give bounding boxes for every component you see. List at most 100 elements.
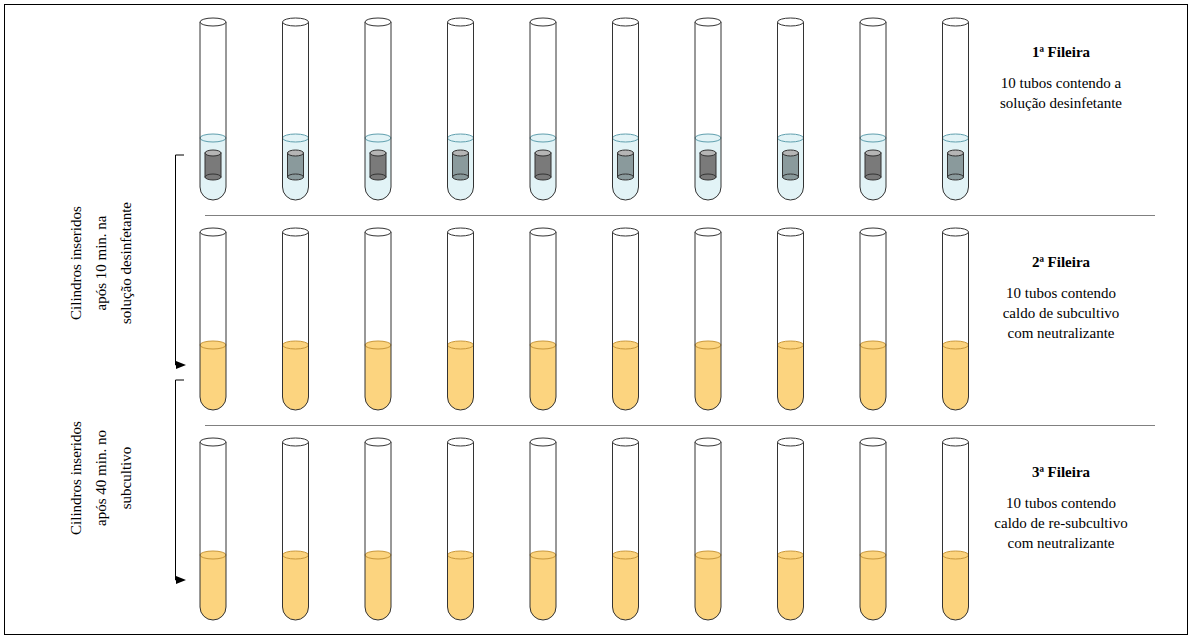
tube-wall bbox=[695, 22, 721, 200]
carrier-cylinder bbox=[535, 153, 551, 177]
tube-wall bbox=[860, 232, 886, 410]
liquid bbox=[365, 555, 391, 620]
liquid-surface bbox=[365, 134, 391, 142]
carrier-cylinder bbox=[700, 153, 716, 177]
liquid bbox=[943, 345, 969, 410]
test-tube bbox=[943, 228, 969, 410]
liquid-surface bbox=[530, 551, 556, 559]
test-tube bbox=[530, 18, 556, 200]
liquid-surface bbox=[448, 134, 474, 142]
liquid bbox=[200, 138, 226, 200]
liquid bbox=[778, 345, 804, 410]
tube-wall bbox=[530, 232, 556, 410]
tube-wall bbox=[365, 232, 391, 410]
cylinder-top bbox=[618, 150, 634, 156]
tube-mouth bbox=[695, 228, 721, 236]
liquid-surface bbox=[860, 134, 886, 142]
liquid-surface bbox=[365, 341, 391, 349]
tube-wall bbox=[778, 232, 804, 410]
tube-mouth bbox=[943, 228, 969, 236]
test-tube bbox=[530, 228, 556, 410]
liquid-surface bbox=[778, 341, 804, 349]
test-tube bbox=[778, 228, 804, 410]
tube-mouth bbox=[283, 228, 309, 236]
test-tube bbox=[778, 18, 804, 200]
tube-mouth bbox=[860, 18, 886, 26]
liquid bbox=[283, 138, 309, 200]
liquid bbox=[530, 138, 556, 200]
cylinder-bottom bbox=[700, 174, 716, 180]
cylinder-bottom bbox=[288, 174, 304, 180]
liquid bbox=[530, 555, 556, 620]
carrier-cylinder bbox=[783, 153, 799, 177]
frame bbox=[5, 5, 1188, 635]
row-description: 10 tubos contendo a solução desinfetante bbox=[991, 73, 1131, 113]
liquid-surface bbox=[200, 341, 226, 349]
tube-mouth bbox=[613, 18, 639, 26]
carrier-cylinder bbox=[865, 153, 881, 177]
liquid bbox=[448, 345, 474, 410]
tube-wall bbox=[283, 442, 309, 620]
tube-wall bbox=[530, 442, 556, 620]
test-tube bbox=[613, 228, 639, 410]
row-separator bbox=[205, 425, 1155, 426]
cylinder-bottom bbox=[948, 174, 964, 180]
liquid-surface bbox=[695, 341, 721, 349]
liquid-surface bbox=[448, 341, 474, 349]
tube-wall bbox=[778, 22, 804, 200]
tube-mouth bbox=[530, 18, 556, 26]
tube-wall bbox=[530, 22, 556, 200]
test-tube bbox=[283, 18, 309, 200]
liquid bbox=[200, 345, 226, 410]
tube-mouth bbox=[943, 438, 969, 446]
tube-wall bbox=[695, 442, 721, 620]
cylinder-top bbox=[370, 150, 386, 156]
tube-wall bbox=[860, 22, 886, 200]
arrowhead bbox=[176, 576, 186, 584]
test-tube bbox=[283, 438, 309, 620]
tube-wall bbox=[448, 22, 474, 200]
liquid bbox=[613, 345, 639, 410]
cylinder-top bbox=[205, 150, 221, 156]
cylinder-bottom bbox=[370, 174, 386, 180]
liquid bbox=[200, 555, 226, 620]
liquid bbox=[365, 345, 391, 410]
cylinder-bottom bbox=[535, 174, 551, 180]
bracket bbox=[176, 380, 185, 580]
cylinder-top bbox=[288, 150, 304, 156]
test-tube bbox=[943, 18, 969, 200]
liquid bbox=[283, 345, 309, 410]
carrier-cylinder bbox=[370, 153, 386, 177]
test-tube bbox=[860, 438, 886, 620]
liquid-surface bbox=[283, 341, 309, 349]
tube-mouth bbox=[448, 228, 474, 236]
liquid-surface bbox=[943, 551, 969, 559]
cylinder-top bbox=[453, 150, 469, 156]
bracket bbox=[176, 155, 185, 365]
test-tube bbox=[365, 438, 391, 620]
tube-wall bbox=[200, 22, 226, 200]
test-tube bbox=[613, 18, 639, 200]
tube-mouth bbox=[283, 18, 309, 26]
tube-wall bbox=[695, 232, 721, 410]
test-tube bbox=[943, 438, 969, 620]
liquid bbox=[695, 138, 721, 200]
test-tube bbox=[860, 18, 886, 200]
carrier-cylinder bbox=[453, 153, 469, 177]
tube-mouth bbox=[613, 438, 639, 446]
row-title: 3ª Fileira bbox=[991, 462, 1131, 482]
tube-wall bbox=[283, 232, 309, 410]
liquid bbox=[448, 555, 474, 620]
liquid bbox=[695, 555, 721, 620]
test-tube bbox=[365, 228, 391, 410]
bracket-note: Cilindros inseridos após 40 min. no subc… bbox=[64, 413, 139, 543]
test-tube bbox=[860, 228, 886, 410]
carrier-cylinder bbox=[205, 153, 221, 177]
tube-wall bbox=[448, 442, 474, 620]
test-tube bbox=[200, 228, 226, 410]
liquid-surface bbox=[530, 134, 556, 142]
liquid-surface bbox=[613, 134, 639, 142]
liquid bbox=[448, 138, 474, 200]
tube-wall bbox=[778, 442, 804, 620]
tube-mouth bbox=[943, 18, 969, 26]
